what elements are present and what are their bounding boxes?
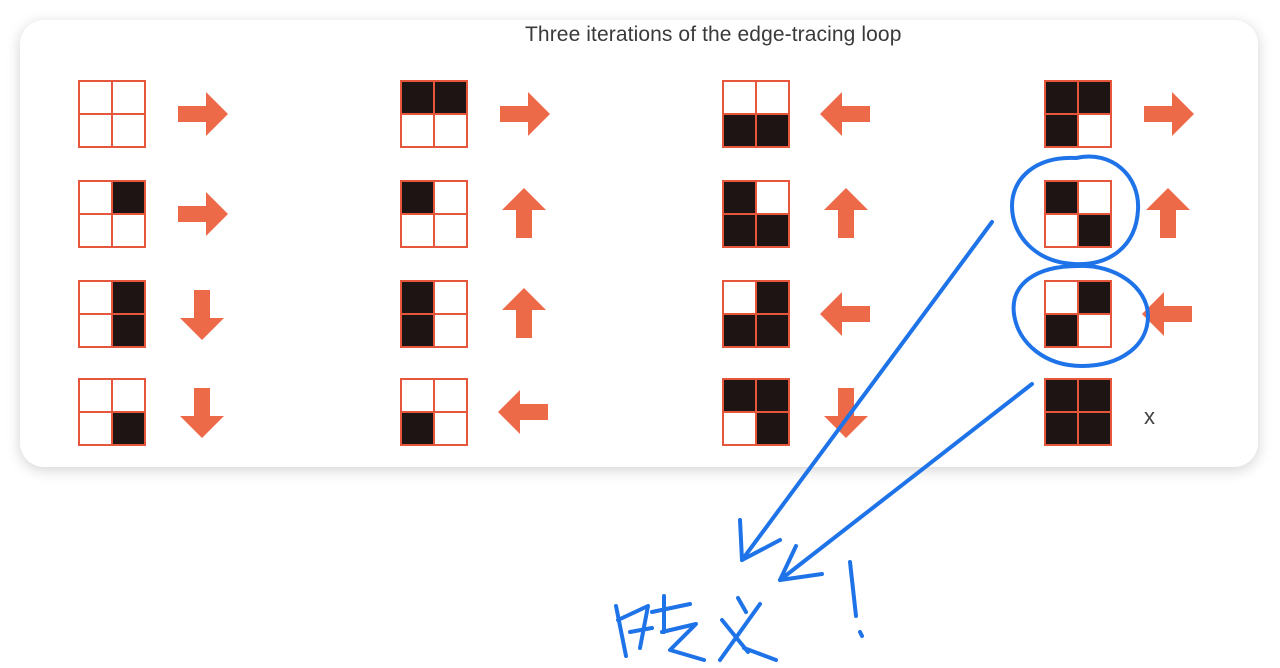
arrow-right-icon [1138,84,1198,144]
arrow-up-icon [494,284,554,344]
arrow-up-icon [494,184,554,244]
state-cell-3-2 [1044,280,1112,348]
arrow-down-icon [172,284,232,344]
arrow-up-icon [816,184,876,244]
state-cell-1-1 [400,180,468,248]
diagram-title: Three iterations of the edge-tracing loo… [525,23,902,46]
arrow-down-icon [172,382,232,442]
no-move-label: x [1144,404,1155,429]
arrow-up-icon [1138,184,1198,244]
arrow-left-icon [816,284,876,344]
arrow-down-icon [816,382,876,442]
state-cell-0-0 [78,80,146,148]
state-cell-1-2 [400,280,468,348]
arrow-right-icon [494,84,554,144]
state-cell-0-1 [78,180,146,248]
arrow-right-icon [172,84,232,144]
state-cell-1-3 [400,378,468,446]
arrow-right-icon [172,184,232,244]
arrow-left-icon [1138,284,1198,344]
state-cell-3-0 [1044,80,1112,148]
state-cell-3-1 [1044,180,1112,248]
state-cell-2-2 [722,280,790,348]
state-cell-0-2 [78,280,146,348]
state-cell-2-0 [722,80,790,148]
arrow-left-icon [816,84,876,144]
state-cell-2-1 [722,180,790,248]
state-cell-3-3 [1044,378,1112,446]
arrow-left-icon [494,382,554,442]
state-cell-1-0 [400,80,468,148]
state-cell-0-3 [78,378,146,446]
annotation-handwriting [614,560,864,662]
state-cell-2-3 [722,378,790,446]
